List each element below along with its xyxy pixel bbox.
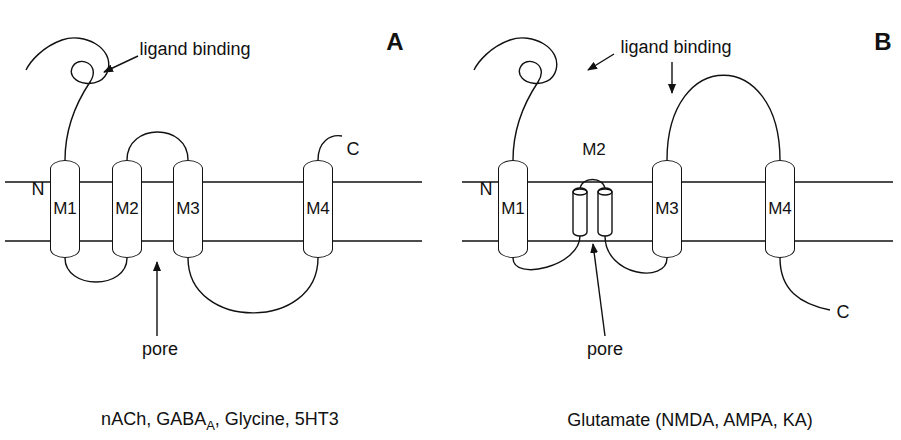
helix-label: M1 — [53, 199, 77, 219]
panel-letter: B — [874, 29, 891, 55]
helix-loop — [667, 75, 780, 160]
region-label: pore — [587, 340, 623, 360]
helix-label: M2 — [582, 141, 606, 160]
caption-text: , Glycine, 5HT3 — [215, 409, 339, 429]
n-terminal-chain — [474, 38, 557, 160]
leader-arrow — [104, 56, 138, 72]
terminus-label: C — [347, 140, 360, 160]
helix-cylinder: M4 — [765, 160, 795, 258]
region-label: ligand binding — [139, 40, 250, 60]
leader-arrow — [593, 244, 605, 336]
helix-loop — [65, 258, 127, 282]
region-label: ligand binding — [620, 38, 731, 58]
terminus-label: C — [837, 303, 850, 323]
helix-label: M1 — [501, 199, 525, 219]
helix-cylinder: M1 — [498, 160, 528, 258]
caption-text: Glutamate (NMDA, AMPA, KA) — [567, 410, 813, 430]
helix-label: M2 — [115, 199, 139, 219]
c-terminal-chain — [780, 258, 830, 310]
caption-text: nACh, GABA — [101, 409, 206, 429]
caption-line: Glutamate (NMDA, AMPA, KA) — [567, 410, 813, 431]
helix-cylinder: M3 — [173, 160, 203, 258]
leader-arrow — [588, 54, 614, 70]
helix-label: M4 — [768, 199, 792, 219]
caption-line: nACh, GABAA, Glycine, 5HT3 — [101, 409, 339, 432]
c-terminal-chain — [318, 136, 342, 160]
helix-loop — [188, 258, 318, 313]
helix-cylinder: M2 — [112, 160, 142, 258]
m2-helix — [573, 188, 587, 236]
helix-label: M3 — [655, 199, 679, 219]
leader-arrow — [671, 62, 672, 93]
helix-label: M4 — [306, 199, 330, 219]
helix-cylinder: M4 — [303, 160, 333, 258]
leader-arrow — [156, 262, 157, 336]
region-label: pore — [142, 340, 178, 360]
terminus-label: N — [32, 180, 45, 200]
helix-label: M3 — [176, 199, 200, 219]
helix-cylinder: M1 — [50, 160, 80, 258]
helix-loop — [127, 132, 188, 160]
panel-letter: A — [386, 29, 403, 55]
m2-helix-end — [598, 189, 612, 195]
m2-helix — [598, 188, 612, 236]
caption-subscript: A — [206, 417, 215, 432]
terminus-label: N — [480, 180, 493, 200]
helix-cylinder: M3 — [652, 160, 682, 258]
n-terminal-chain — [26, 38, 109, 160]
m2-helix-end — [573, 189, 587, 195]
